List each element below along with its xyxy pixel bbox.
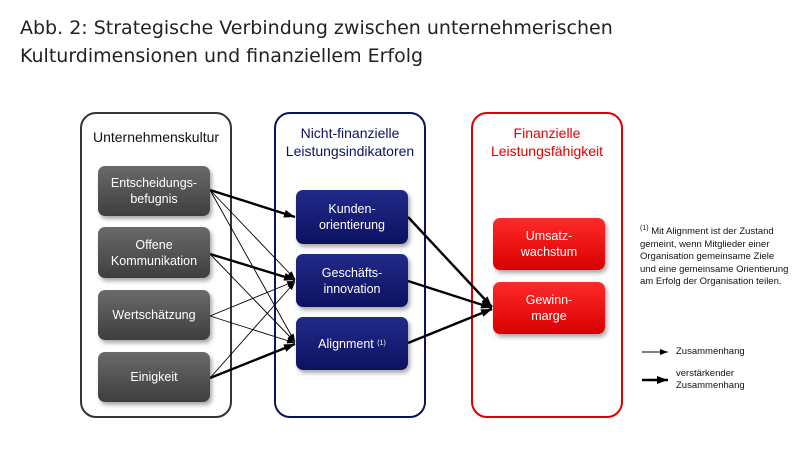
financial-heading: Finanzielle Leistungsfähigkeit bbox=[490, 125, 604, 159]
arrow-entscheidung-kunden bbox=[209, 188, 296, 219]
culture-heading: Unternehmenskultur bbox=[92, 129, 220, 145]
footnote-marker: (1) bbox=[640, 225, 649, 232]
footnote: (1) Mit Alignment ist der Zustand gemein… bbox=[640, 223, 790, 289]
alignment-footnote-marker: (1) bbox=[377, 339, 386, 347]
culture-box-einigkeit: Einigkeit bbox=[98, 352, 210, 402]
financial-box-umsatzwachstum: Umsatz- wachstum bbox=[493, 218, 605, 270]
indicator-box-geschaeftsinnovation: Geschäfts- innovation bbox=[296, 254, 408, 307]
title-line-1: Abb. 2: Strategische Verbindung zwischen… bbox=[20, 17, 613, 39]
arrow-einigkeit-geschaefts bbox=[209, 281, 296, 379]
indicator-box-kundenorientierung: Kunden- orientierung bbox=[296, 190, 408, 244]
arrow-alignment-gewinn bbox=[407, 307, 493, 345]
arrow-offene-geschaefts bbox=[209, 252, 296, 282]
title-line-2: Kulturdimensionen und finanziellem Erfol… bbox=[20, 45, 424, 67]
footnote-text: Mit Alignment ist der Zustand gemeint, w… bbox=[640, 226, 789, 288]
legend-thick-label: verstärkender Zusammenhang bbox=[676, 368, 745, 391]
arrow-entscheidung-geschaefts bbox=[209, 189, 296, 280]
alignment-label: Alignment bbox=[318, 336, 374, 351]
arrow-wertschaetzung-geschaefts bbox=[209, 280, 296, 317]
arrow-kunden-gewinn bbox=[407, 216, 493, 308]
arrow-geschaefts-gewinn bbox=[407, 279, 493, 310]
nonfinancial-heading: Nicht-finanzielle Leistungsindikatoren bbox=[285, 125, 415, 159]
arrow-offene-alignment bbox=[209, 253, 296, 343]
arrow-einigkeit-alignment bbox=[209, 342, 296, 380]
culture-box-entscheidungsbefugnis: Entscheidungs- befugnis bbox=[98, 166, 210, 216]
financial-box-gewinnmarge: Gewinn- marge bbox=[493, 282, 605, 334]
culture-container: Unternehmenskultur bbox=[80, 112, 232, 418]
culture-box-wertschaetzung: Wertschätzung bbox=[98, 290, 210, 340]
legend-thin-label: Zusammenhang bbox=[676, 346, 745, 357]
nonfinancial-container: Nicht-finanzielle Leistungsindikatoren bbox=[274, 112, 426, 418]
figure-title: Abb. 2: Strategische Verbindung zwischen… bbox=[20, 14, 613, 70]
financial-container: Finanzielle Leistungsfähigkeit bbox=[471, 112, 623, 418]
culture-box-offene-kommunikation: Offene Kommunikation bbox=[98, 227, 210, 278]
indicator-box-alignment: Alignment (1) bbox=[296, 317, 408, 370]
